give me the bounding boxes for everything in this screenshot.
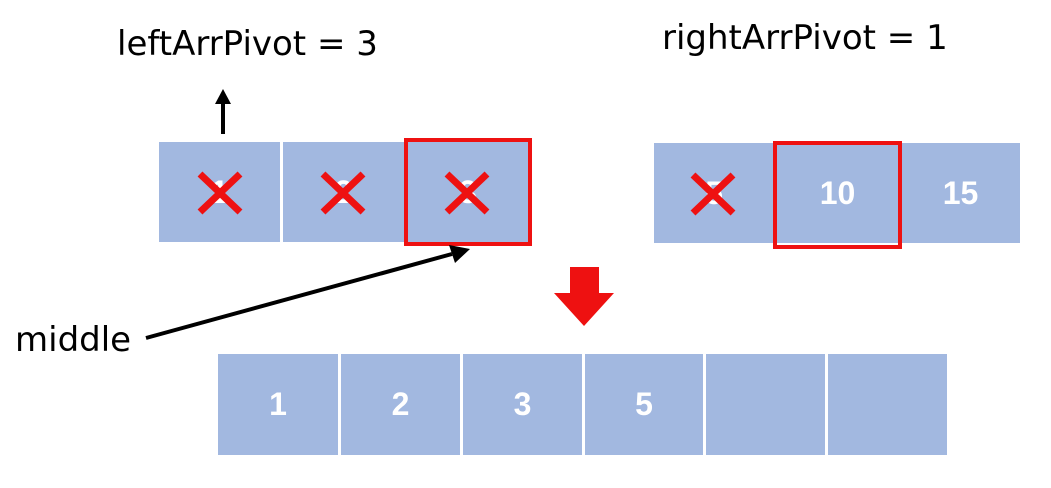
right-array-cell: 5 (654, 143, 774, 243)
cell-value: 10 (819, 174, 856, 211)
highlight-box (773, 141, 902, 249)
merged-array-cell (706, 354, 825, 455)
cell-value: 15 (942, 174, 979, 211)
merged-array-cell: 2 (341, 354, 460, 455)
right-array-cell: 15 (901, 143, 1020, 243)
merged-array-cell: 3 (463, 354, 582, 455)
down-arrow-icon (554, 267, 614, 326)
up-arrow-icon (215, 89, 231, 134)
cross-icon (444, 171, 490, 215)
cross-icon (320, 171, 366, 215)
merged-array-cell: 5 (585, 354, 703, 455)
merged-array-cell (828, 354, 947, 455)
cell-value: 1 (269, 386, 287, 422)
left-pivot-label: leftArrPivot = 3 (117, 24, 378, 64)
left-array-cell: 2 (283, 142, 404, 242)
cross-icon (197, 171, 243, 215)
cell-value: 2 (391, 386, 410, 422)
left-array-cell: 3 (407, 142, 529, 242)
merged-array-cell: 1 (218, 354, 338, 455)
cross-icon (690, 172, 736, 216)
right-pivot-label: rightArrPivot = 1 (662, 18, 948, 58)
left-array-cell: 1 (159, 142, 280, 242)
middle-pointer-arrow (145, 245, 470, 340)
cell-value: 3 (513, 386, 532, 422)
middle-label: middle (15, 320, 132, 360)
right-array-cell: 10 (777, 143, 898, 243)
highlight-box (404, 138, 532, 246)
cell-value: 5 (635, 386, 653, 422)
